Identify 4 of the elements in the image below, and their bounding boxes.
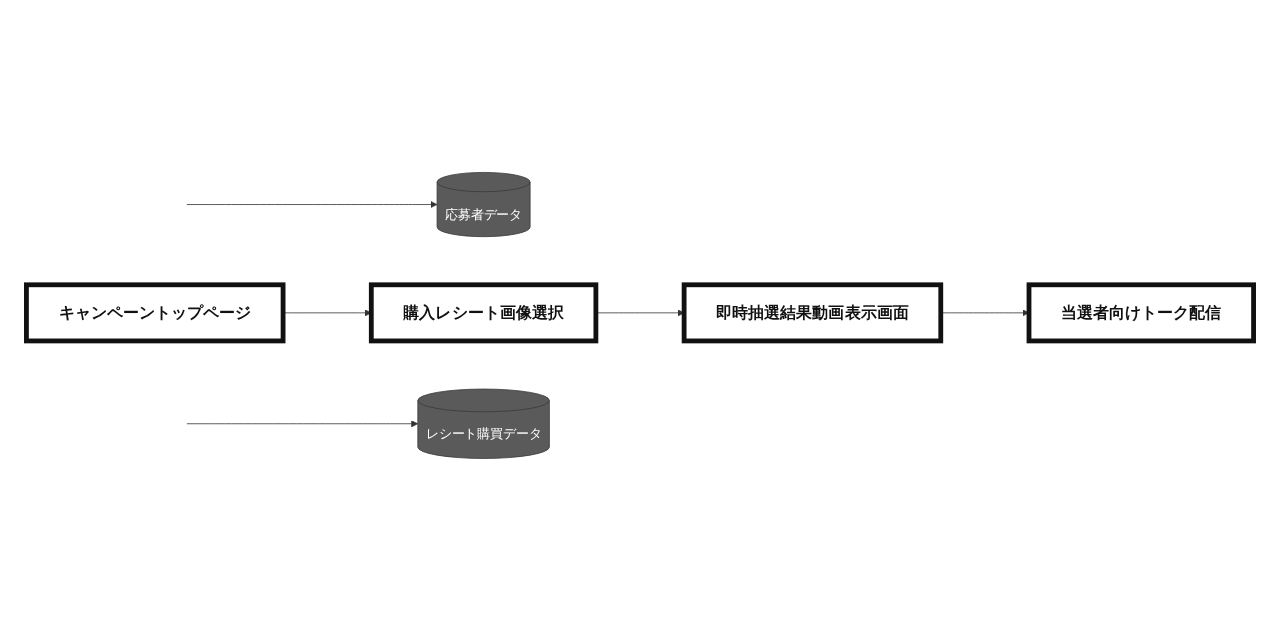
node-box: 当選者向けトーク配信 bbox=[1026, 281, 1256, 343]
node-box: キャンペーントップページ bbox=[24, 281, 286, 343]
node-box: 購入レシート画像選択 bbox=[368, 281, 599, 343]
node-box: 即時抽選結果動画表示画面 bbox=[681, 281, 944, 343]
